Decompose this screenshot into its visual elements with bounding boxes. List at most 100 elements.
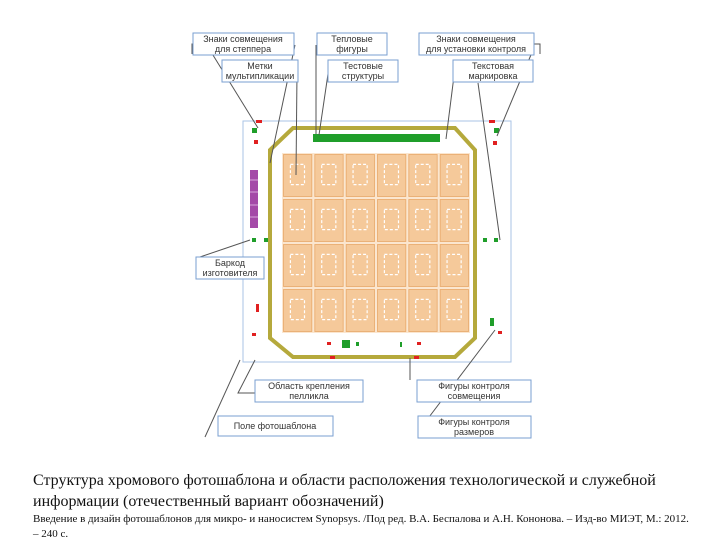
red-mark [489, 120, 495, 123]
die-cell [345, 199, 375, 242]
green-mark [252, 128, 257, 133]
label-boxes [192, 32, 535, 439]
figure-caption: Структура хромового фотошаблона и област… [33, 472, 656, 510]
green-marks [252, 128, 499, 348]
die-pattern [446, 208, 462, 231]
label-box [316, 32, 388, 56]
green-mark [400, 342, 402, 347]
die-pattern [289, 163, 306, 186]
die-pattern [352, 208, 368, 231]
red-marks [252, 120, 502, 359]
die-cell [345, 154, 375, 197]
die-pattern [383, 163, 400, 186]
die-pattern [383, 253, 400, 276]
green-mark [356, 342, 359, 346]
die-cell [439, 244, 469, 287]
red-mark [498, 331, 502, 334]
label-box [452, 59, 534, 83]
die-field [282, 153, 470, 333]
die-cell [283, 199, 313, 242]
label-box [327, 59, 399, 83]
red-mark [414, 356, 419, 359]
die-cell [314, 244, 344, 287]
die-cell [283, 289, 313, 332]
die-cell [345, 244, 375, 287]
green-mark [264, 238, 268, 242]
label-box [417, 415, 532, 439]
green-mark [490, 318, 494, 326]
die-pattern [289, 208, 306, 231]
red-mark [330, 356, 335, 359]
leader-lines [191, 43, 541, 438]
barcode [250, 170, 258, 228]
source-reference: Введение в дизайн фотошаблонов для микро… [33, 513, 689, 540]
die-cell [283, 154, 313, 197]
test-structures-bar [313, 134, 440, 142]
label-box [418, 32, 535, 56]
green-mark [483, 238, 487, 242]
die-cell [408, 154, 438, 197]
die-cell [377, 154, 407, 197]
green-mark [252, 238, 256, 242]
die-pattern [352, 253, 368, 276]
die-cell [377, 289, 407, 332]
label-box [416, 379, 532, 403]
die-cell [377, 199, 407, 242]
red-mark [493, 141, 497, 145]
red-mark [327, 342, 331, 345]
die-pattern [446, 163, 462, 186]
die-pattern [446, 298, 462, 321]
die-pattern [352, 298, 368, 321]
die-pattern [383, 208, 400, 231]
red-mark [256, 120, 262, 123]
die-pattern [415, 208, 431, 231]
red-mark [417, 342, 421, 345]
die-cell [377, 244, 407, 287]
die-pattern [415, 298, 431, 321]
red-mark [256, 304, 259, 312]
label-box [254, 379, 364, 403]
die-pattern [446, 253, 462, 276]
green-mark [342, 340, 350, 348]
red-mark [252, 333, 256, 336]
label-box [192, 32, 295, 56]
die-pattern [321, 298, 337, 321]
die-pattern [289, 298, 306, 321]
die-pattern [289, 253, 306, 276]
die-pattern [383, 298, 400, 321]
die-cell [439, 289, 469, 332]
die-pattern [352, 163, 368, 186]
green-mark [494, 128, 499, 133]
label-box [217, 415, 334, 437]
die-cell [408, 289, 438, 332]
die-cell [408, 199, 438, 242]
label-box [195, 256, 265, 280]
pellicle-frame [268, 126, 477, 359]
die-pattern [321, 163, 337, 186]
die-cell [314, 154, 344, 197]
die-pattern [415, 253, 431, 276]
green-mark [494, 238, 498, 242]
die-pattern [321, 208, 337, 231]
die-cell [283, 244, 313, 287]
die-cell [314, 199, 344, 242]
die-pattern [321, 253, 337, 276]
die-grid [282, 153, 470, 333]
die-cell [439, 199, 469, 242]
die-cell [314, 289, 344, 332]
red-mark [254, 140, 258, 144]
label-photomask-field: Поле фотошаблона [234, 421, 317, 431]
die-cell [345, 289, 375, 332]
die-cell [439, 154, 469, 197]
